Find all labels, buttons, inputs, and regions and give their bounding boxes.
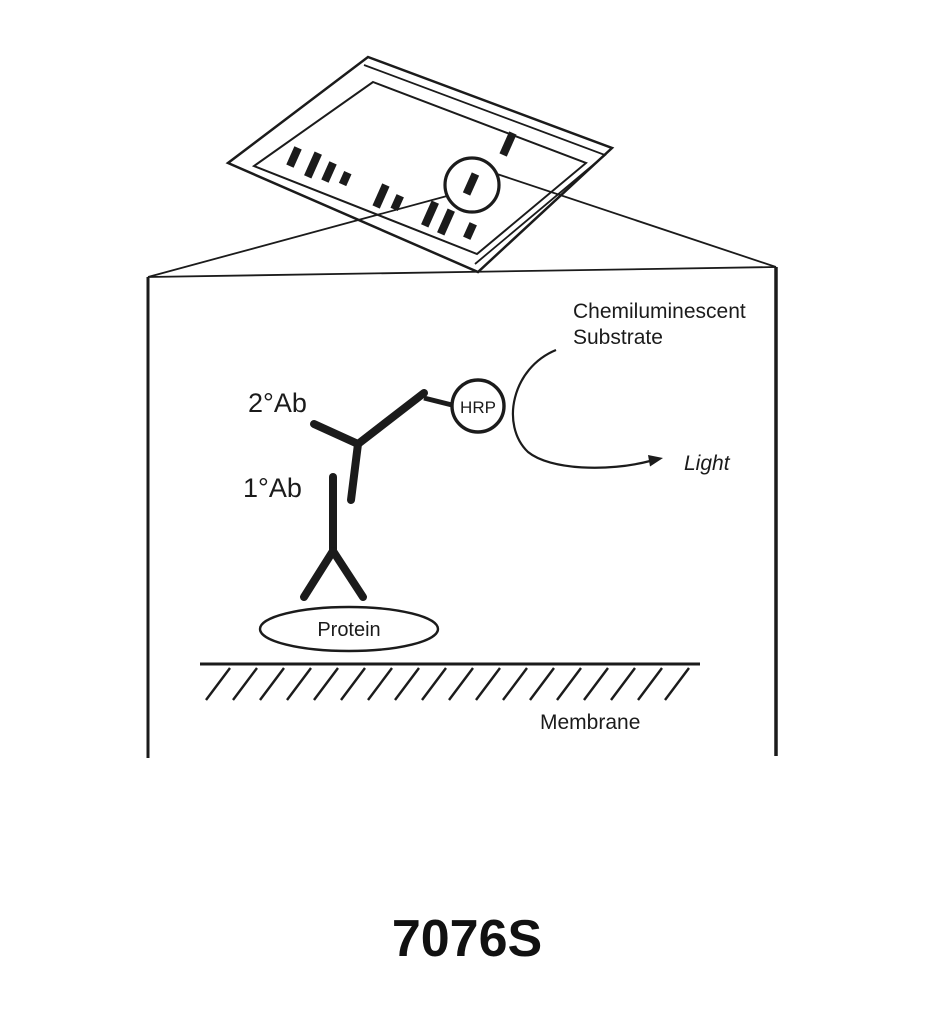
hatch-mark (502, 667, 528, 701)
hatch-mark (421, 667, 447, 701)
blot-band (421, 200, 439, 228)
blot-band (499, 131, 517, 157)
hatch-mark (286, 667, 312, 701)
hatch-mark (610, 667, 636, 701)
membrane-label: Membrane (540, 711, 640, 734)
zoom-box-top-edge (147, 266, 777, 278)
hatch-mark (556, 667, 582, 701)
blot-band (390, 194, 404, 212)
light-label: Light (684, 452, 731, 475)
hatch-mark (394, 667, 420, 701)
hatch-mark (232, 667, 258, 701)
hatch-mark (637, 667, 663, 701)
reaction-arrow-curve (511, 348, 651, 469)
hrp-circle (450, 378, 506, 434)
secondary-antibody-arm-left (310, 420, 362, 448)
secondary-antibody-arm-right (354, 389, 428, 448)
hatch-mark (583, 667, 609, 701)
substrate-label-line1: Chemiluminescent (573, 300, 746, 323)
blot-band (286, 146, 302, 168)
zoom-callout-lines (147, 173, 777, 278)
detection-schematic: Chemiluminescent Substrate Light 2°Ab HR… (200, 300, 746, 734)
blot-band-highlighted (462, 172, 480, 196)
zoom-box (146, 266, 778, 758)
blot-band (338, 170, 352, 187)
hatch-mark (367, 667, 393, 701)
protein-label: Protein (317, 619, 380, 641)
blot-band (437, 208, 455, 236)
membrane-hatching (205, 667, 690, 701)
primary-antibody-icon (300, 473, 367, 601)
blot-band (463, 222, 477, 240)
blot-bands (286, 131, 517, 240)
hatch-mark (340, 667, 366, 701)
hatch-mark (205, 667, 231, 701)
reaction-arrow-head-icon (648, 455, 663, 467)
primary-antibody-arm-left (300, 547, 337, 601)
blot-band (321, 161, 337, 183)
protein-ellipse (258, 605, 440, 653)
hatch-mark (664, 667, 690, 701)
primary-antibody-arm-right (329, 547, 367, 601)
zoom-callout-line-left (147, 195, 448, 278)
catalog-number: 7076S (392, 910, 542, 968)
hrp-connector-line (423, 395, 453, 408)
film-edge-thickness (363, 64, 607, 265)
hatch-mark (475, 667, 501, 701)
hatch-mark (529, 667, 555, 701)
substrate-label-line2: Substrate (573, 326, 663, 349)
hrp-enzyme: HRP (450, 378, 506, 434)
membrane: Membrane (200, 662, 700, 734)
hatch-mark (448, 667, 474, 701)
hatch-mark (259, 667, 285, 701)
primary-antibody-label: 1°Ab (243, 473, 302, 503)
blot-band (372, 183, 390, 209)
protein-antigen: Protein (258, 605, 440, 653)
secondary-antibody-icon (310, 389, 453, 504)
film-outer-border (225, 55, 615, 274)
secondary-antibody-stem (347, 440, 362, 504)
hatch-mark (313, 667, 339, 701)
hrp-label: HRP (460, 398, 496, 417)
zoom-callout-line-right (496, 173, 777, 268)
secondary-antibody-label: 2°Ab (248, 388, 307, 418)
magnifier-circle (443, 156, 501, 214)
blot-band (304, 151, 322, 179)
film-blot (225, 55, 615, 274)
